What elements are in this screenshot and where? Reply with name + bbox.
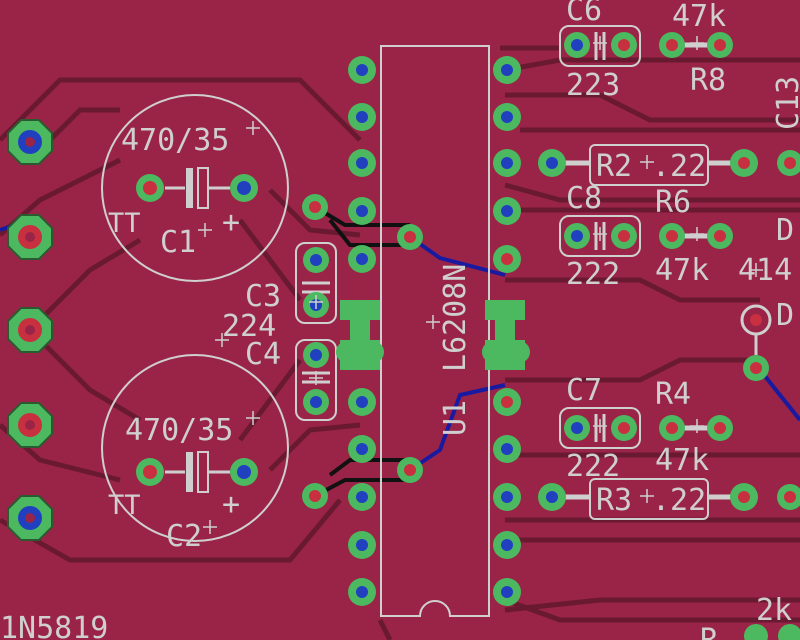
capacitor-c6 (559, 25, 641, 67)
c2-ref: C2 (166, 519, 202, 554)
c3-ref: C3 (245, 279, 281, 314)
c8-ref: C8 (566, 181, 602, 216)
c2-marking: TT (108, 490, 141, 521)
r8-ref: R8 (690, 63, 726, 98)
c6-ref: C6 (566, 0, 602, 28)
ic-left-pins (348, 56, 376, 606)
r8-value: 47k (672, 0, 726, 34)
r3-ref: R3 (596, 483, 632, 518)
r-partial-ref: R (700, 623, 719, 640)
c1-value: 470/35 (121, 123, 229, 158)
c1-plus: + (222, 205, 240, 240)
r6-value: 47k (655, 253, 709, 288)
diode-label: 1N5819 (0, 611, 108, 640)
vias (302, 194, 423, 509)
ic-right-pins (493, 56, 521, 606)
r4-value: 47k (655, 443, 709, 478)
c4-ref: C4 (245, 337, 281, 372)
origin-markers (198, 36, 763, 534)
c6-value: 223 (566, 68, 620, 103)
resistor-r6 (659, 223, 733, 249)
c3-value: 224 (222, 309, 276, 344)
r4-ref: R4 (655, 377, 691, 412)
ic-u1 (336, 45, 530, 617)
r2-ref: R2 (596, 149, 632, 184)
capacitor-c8 (559, 215, 641, 257)
r2-value: .22 (652, 149, 706, 184)
c8-value: 222 (566, 257, 620, 292)
resistor-r3 (538, 478, 758, 520)
capacitor-c7 (559, 407, 641, 449)
resistor-r2 (538, 144, 758, 186)
r-partial-value: 2k (756, 593, 792, 628)
r6-ref: R6 (655, 185, 691, 220)
part-414-partial-label: 414 (738, 253, 792, 288)
d-partial-label-1: D (776, 213, 794, 248)
c1-ref: C1 (160, 225, 196, 260)
c7-ref: C7 (566, 373, 602, 408)
capacitor-c2 (101, 354, 289, 542)
ic-part-label: L6208N (438, 264, 473, 372)
ic-ref-label: U1 (438, 400, 473, 436)
right-edge-pads (740, 150, 800, 640)
c1-marking: TT (108, 208, 141, 239)
d-partial-label-2: D (776, 298, 794, 333)
capacitor-c1 (101, 94, 289, 282)
c13-partial-label: C13 (771, 76, 800, 130)
r3-value: .22 (652, 483, 706, 518)
c2-value: 470/35 (125, 413, 233, 448)
edge-pads (7, 119, 53, 541)
resistor-r4 (659, 415, 733, 441)
c2-plus: + (222, 487, 240, 522)
resistor-r8 (659, 32, 733, 58)
